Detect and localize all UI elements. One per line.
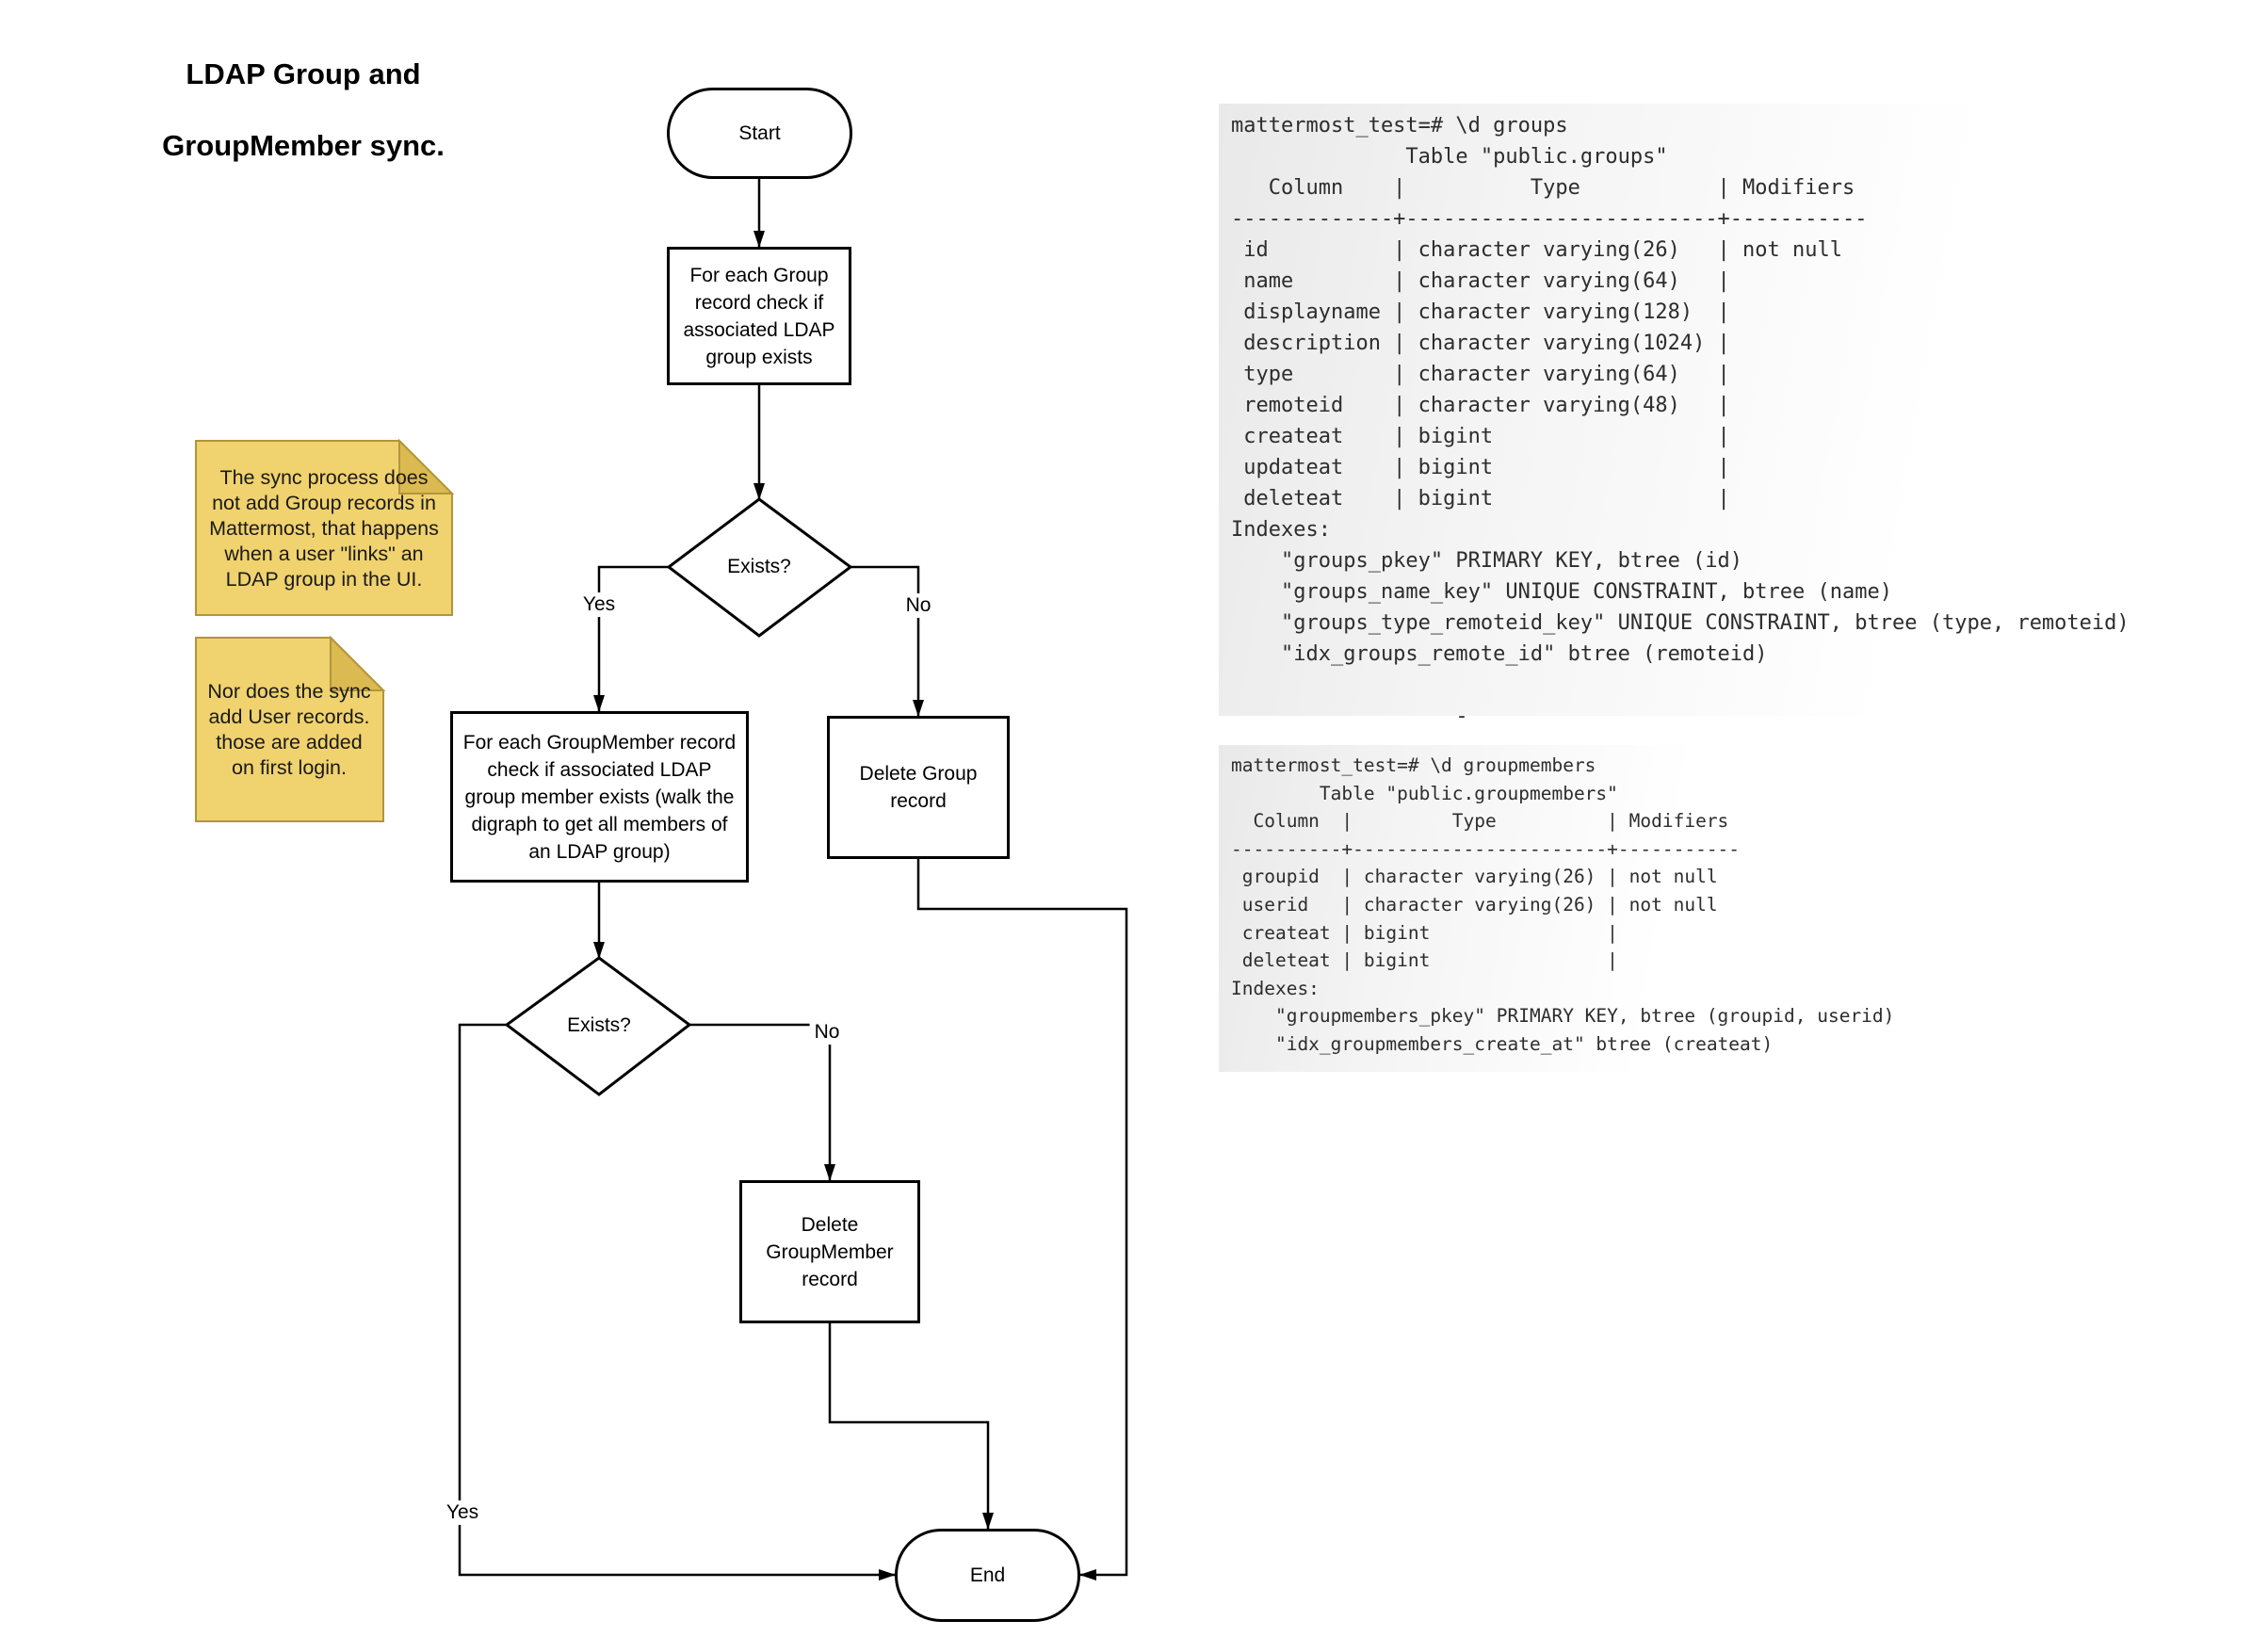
- end-node-label: End: [969, 1564, 1006, 1586]
- decision-group-exists: [666, 497, 853, 638]
- process-delete-group-node: Delete Group record: [827, 716, 1010, 859]
- process-check-group-label: For each Group record check if associate…: [683, 264, 835, 368]
- start-node-label: Start: [738, 122, 781, 144]
- decision-groupmember-exists: [504, 956, 692, 1096]
- edge-label-no-1: No: [900, 593, 936, 618]
- terminal-groups-table: mattermost_test=# \d groups Table "publi…: [1219, 104, 2176, 728]
- edge-label-yes-1: Yes: [577, 592, 621, 617]
- process-delete-group-label: Delete Group record: [859, 763, 978, 812]
- process-check-groupmember-label: For each GroupMember record check if ass…: [462, 731, 737, 863]
- process-check-group-node: For each Group record check if associate…: [667, 247, 851, 385]
- sticky-note-user-fold: [330, 635, 386, 691]
- edge-exists2-no: [689, 1023, 835, 1181]
- terminal-groupmembers-text: mattermost_test=# \d groupmembers Table …: [1231, 754, 1895, 1055]
- terminal-groupmembers-table: mattermost_test=# \d groupmembers Table …: [1219, 745, 1895, 1072]
- edge-label-yes-2: Yes: [441, 1500, 484, 1525]
- sticky-note-group-shape: [195, 440, 453, 616]
- edge-delete-group-to-end: [916, 859, 1128, 1580]
- start-node: Start: [667, 88, 852, 179]
- page-title-line2: GroupMember sync.: [162, 129, 445, 162]
- process-check-groupmember-node: For each GroupMember record check if ass…: [450, 711, 749, 883]
- decision1-label: Exists?: [727, 556, 791, 577]
- sticky-note-group: The sync process does not add Group reco…: [209, 465, 439, 591]
- edge-exists1-yes: [593, 565, 669, 712]
- edge-label-no-2: No: [809, 1020, 845, 1045]
- decision2-label: Exists?: [567, 1014, 631, 1036]
- edge-exists1-no: [850, 565, 924, 717]
- page-title-line1: LDAP Group and: [186, 57, 421, 90]
- end-node: End: [895, 1529, 1080, 1622]
- process-delete-groupmember-node: Delete GroupMember record: [739, 1180, 920, 1323]
- edge-delete-groupmember-to-end: [828, 1323, 994, 1530]
- process-delete-groupmember-label: Delete GroupMember record: [766, 1213, 894, 1290]
- sticky-note-group-fold: [398, 438, 455, 494]
- terminal-groups-text: mattermost_test=# \d groups Table "publi…: [1231, 114, 2130, 728]
- edge-exists2-yes-to-end: [458, 1023, 896, 1580]
- sticky-note-user: Nor does the sync add User records. thos…: [207, 680, 371, 779]
- page-title: LDAP Group and GroupMember sync.: [132, 21, 475, 200]
